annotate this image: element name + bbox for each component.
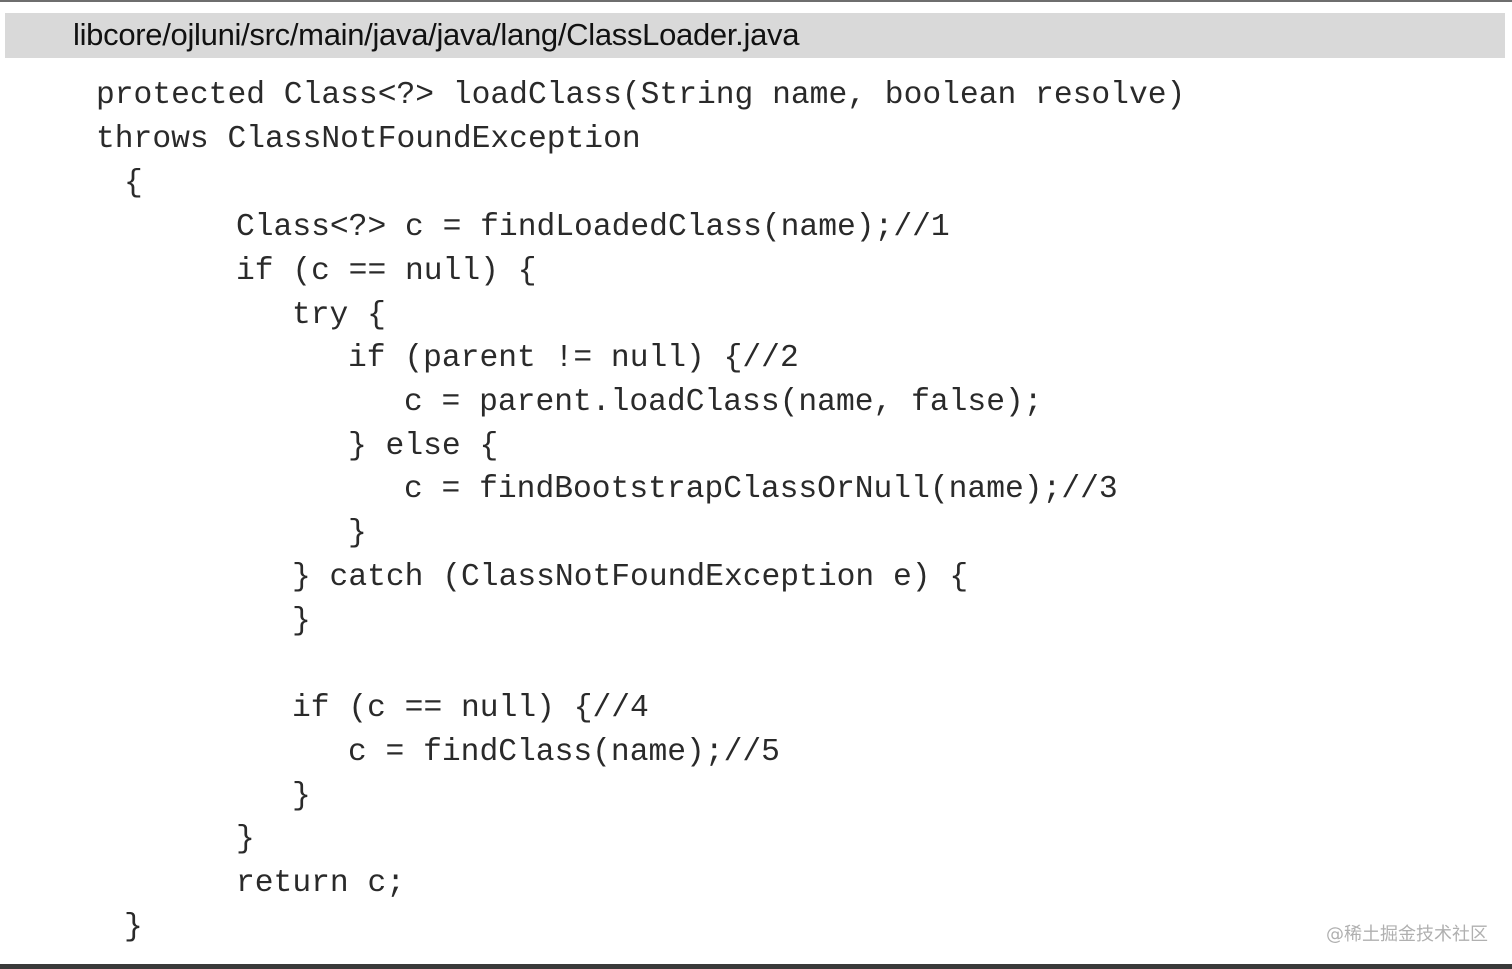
code-line: c = findBootstrapClassOrNull(name);//3 — [404, 472, 1118, 507]
file-path-header — [5, 13, 1505, 58]
top-border — [0, 0, 1512, 2]
code-line: throws ClassNotFoundException — [96, 122, 641, 157]
file-path-title: libcore/ojluni/src/main/java/java/lang/C… — [73, 17, 800, 52]
watermark: @稀土掘金技术社区 — [1326, 924, 1488, 945]
code-line: } — [348, 516, 367, 551]
code-line: protected Class<?> loadClass(String name… — [96, 78, 1186, 113]
code-line: } — [292, 779, 311, 814]
code-line: { — [124, 166, 143, 201]
code-line: Class<?> c = findLoadedClass(name);//1 — [236, 210, 950, 245]
code-line: try { — [292, 298, 386, 333]
code-line: } — [124, 910, 143, 945]
bottom-border — [0, 964, 1512, 969]
code-line: if (c == null) { — [236, 254, 537, 289]
code-line: } else { — [348, 429, 499, 464]
code-line: c = parent.loadClass(name, false); — [404, 385, 1043, 420]
code-line: c = findClass(name);//5 — [348, 735, 780, 770]
code-line: } — [292, 604, 311, 639]
code-line: } — [236, 822, 255, 857]
code-line: } catch (ClassNotFoundException e) { — [292, 560, 969, 595]
code-line: if (parent != null) {//2 — [348, 341, 799, 376]
code-line: return c; — [236, 866, 406, 901]
code-line: if (c == null) {//4 — [292, 691, 649, 726]
